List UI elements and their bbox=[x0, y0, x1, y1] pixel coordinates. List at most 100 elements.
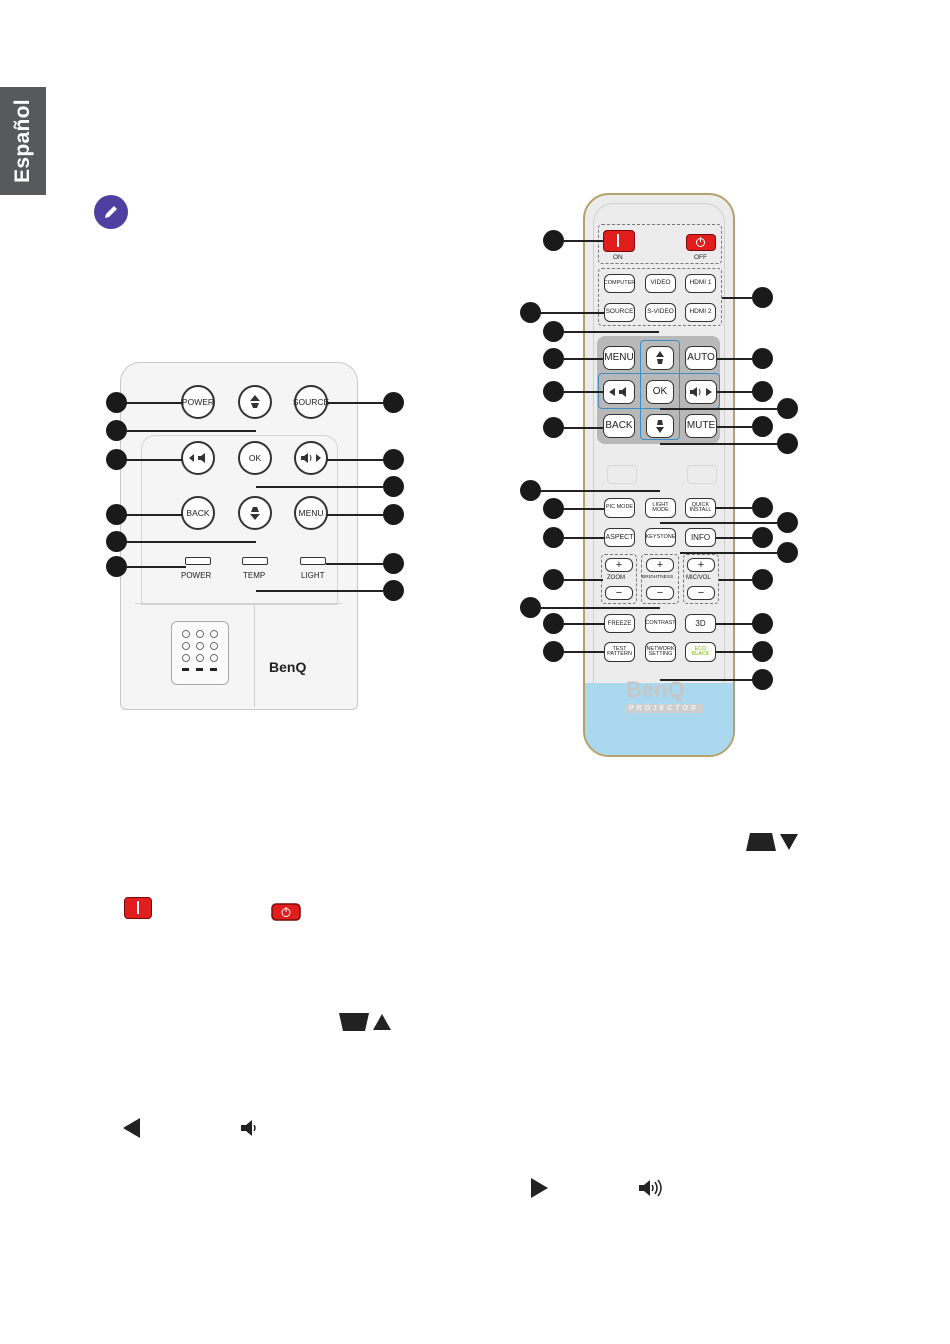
keystone-button[interactable]: KEYSTONE bbox=[645, 528, 676, 547]
right-arrow-icon bbox=[528, 1177, 550, 1199]
callout-marker bbox=[543, 613, 564, 634]
panel-power-button[interactable]: POWER bbox=[181, 385, 215, 419]
temp-indicator-label: TEMP bbox=[243, 571, 265, 580]
callout-marker bbox=[752, 613, 773, 634]
quick-install-button[interactable]: QUICK INSTALL bbox=[685, 498, 716, 518]
computer-button[interactable]: COMPUTER bbox=[604, 274, 635, 293]
remote-off-button[interactable] bbox=[686, 234, 716, 251]
zoom-in-button[interactable]: + bbox=[605, 558, 633, 572]
callout-marker bbox=[383, 449, 404, 470]
s-video-button[interactable]: S-VIDEO bbox=[645, 303, 676, 322]
callout-leader bbox=[563, 427, 603, 429]
callout-leader bbox=[126, 541, 256, 543]
callout-marker bbox=[543, 230, 564, 251]
callout-leader bbox=[126, 566, 186, 568]
remote-down-button[interactable] bbox=[646, 414, 674, 438]
keystone-up-icon bbox=[655, 350, 665, 366]
remote-right-button[interactable] bbox=[685, 380, 717, 404]
test-pattern-button[interactable]: TEST PATTERN bbox=[604, 642, 635, 662]
callout-leader bbox=[327, 459, 383, 461]
callout-leader bbox=[716, 507, 752, 509]
language-tab: Español bbox=[0, 87, 46, 195]
callout-marker bbox=[777, 512, 798, 533]
callout-leader bbox=[540, 607, 660, 609]
panel-down-button[interactable] bbox=[238, 496, 272, 530]
right-volume-up-icon bbox=[300, 452, 322, 464]
volume-up-icon bbox=[638, 1179, 666, 1197]
callout-marker bbox=[106, 556, 127, 577]
panel-sticker bbox=[171, 621, 229, 685]
aspect-button[interactable]: ASPECT bbox=[604, 528, 635, 547]
remote-menu-button[interactable]: MENU bbox=[603, 346, 635, 370]
keystone-down-icon bbox=[249, 505, 261, 521]
callout-marker bbox=[520, 480, 541, 501]
remote-logo-sub: PROJECTOR bbox=[625, 704, 703, 713]
left-arrow-icon bbox=[121, 1117, 143, 1139]
panel-up-button[interactable] bbox=[238, 385, 272, 419]
light-indicator-label: LIGHT bbox=[301, 571, 325, 580]
panel-back-button[interactable]: BACK bbox=[181, 496, 215, 530]
brightness-down-button[interactable]: − bbox=[646, 586, 674, 600]
remote-on-button[interactable] bbox=[603, 230, 635, 252]
off-power-icon bbox=[687, 235, 714, 249]
pic-mode-button[interactable]: PIC MODE bbox=[604, 498, 635, 518]
keystone-symbols-icon bbox=[744, 832, 800, 852]
panel-right-volume-button[interactable] bbox=[294, 441, 328, 475]
eco-black-button[interactable]: ECO BLACK bbox=[685, 642, 716, 662]
mute-button[interactable]: MUTE bbox=[685, 414, 717, 438]
freeze-button[interactable]: FREEZE bbox=[604, 614, 635, 633]
callout-leader bbox=[660, 679, 752, 681]
callout-leader bbox=[660, 443, 777, 445]
brightness-up-button[interactable]: + bbox=[646, 558, 674, 572]
hdmi2-button[interactable]: HDMI 2 bbox=[685, 303, 716, 322]
callout-marker bbox=[777, 542, 798, 563]
source-button[interactable]: SOURCE bbox=[604, 303, 635, 322]
callout-marker bbox=[543, 321, 564, 342]
3d-button[interactable]: 3D bbox=[685, 614, 716, 633]
panel-menu-button[interactable]: MENU bbox=[294, 496, 328, 530]
callout-marker bbox=[777, 398, 798, 419]
power-indicator-label: POWER bbox=[181, 571, 211, 580]
callout-marker bbox=[752, 569, 773, 590]
callout-leader bbox=[540, 312, 604, 314]
left-volume-down-icon bbox=[188, 452, 208, 464]
network-setting-button[interactable]: NETWORK SETTING bbox=[645, 642, 676, 662]
remote-back-button[interactable]: BACK bbox=[603, 414, 635, 438]
panel-ok-button[interactable]: OK bbox=[238, 441, 272, 475]
mic-vol-down-button[interactable]: − bbox=[687, 586, 715, 600]
panel-source-button[interactable]: SOURCE bbox=[294, 385, 328, 419]
zoom-out-button[interactable]: − bbox=[605, 586, 633, 600]
callout-marker bbox=[543, 417, 564, 438]
callout-leader bbox=[660, 408, 777, 410]
mic-vol-up-button[interactable]: + bbox=[687, 558, 715, 572]
left-volume-down-icon bbox=[608, 386, 630, 398]
callout-marker bbox=[752, 497, 773, 518]
callout-leader bbox=[256, 486, 383, 488]
video-button[interactable]: VIDEO bbox=[645, 274, 676, 293]
callout-marker bbox=[383, 392, 404, 413]
light-mode-button[interactable]: LIGHT MODE bbox=[645, 498, 676, 518]
remote-up-button[interactable] bbox=[646, 346, 674, 370]
callout-leader bbox=[563, 331, 659, 333]
keystone-symbols-icon bbox=[337, 1012, 393, 1032]
panel-left-volume-button[interactable] bbox=[181, 441, 215, 475]
auto-button[interactable]: AUTO bbox=[685, 346, 717, 370]
temp-indicator bbox=[242, 557, 268, 565]
callout-leader bbox=[660, 522, 777, 524]
callout-marker bbox=[106, 531, 127, 552]
callout-marker bbox=[543, 569, 564, 590]
callout-marker bbox=[543, 348, 564, 369]
contrast-button[interactable]: CONTRAST bbox=[645, 614, 676, 633]
right-volume-up-icon bbox=[689, 386, 713, 398]
callout-leader bbox=[716, 651, 752, 653]
callout-marker bbox=[752, 527, 773, 548]
info-button[interactable]: INFO bbox=[685, 528, 716, 547]
remote-left-button[interactable] bbox=[603, 380, 635, 404]
callout-marker bbox=[543, 381, 564, 402]
hdmi1-button[interactable]: HDMI 1 bbox=[685, 274, 716, 293]
on-label: ON bbox=[613, 254, 623, 261]
remote-ok-button[interactable]: OK bbox=[646, 380, 674, 404]
keystone-down-icon bbox=[655, 418, 665, 434]
callout-marker bbox=[106, 392, 127, 413]
light-indicator bbox=[300, 557, 326, 565]
